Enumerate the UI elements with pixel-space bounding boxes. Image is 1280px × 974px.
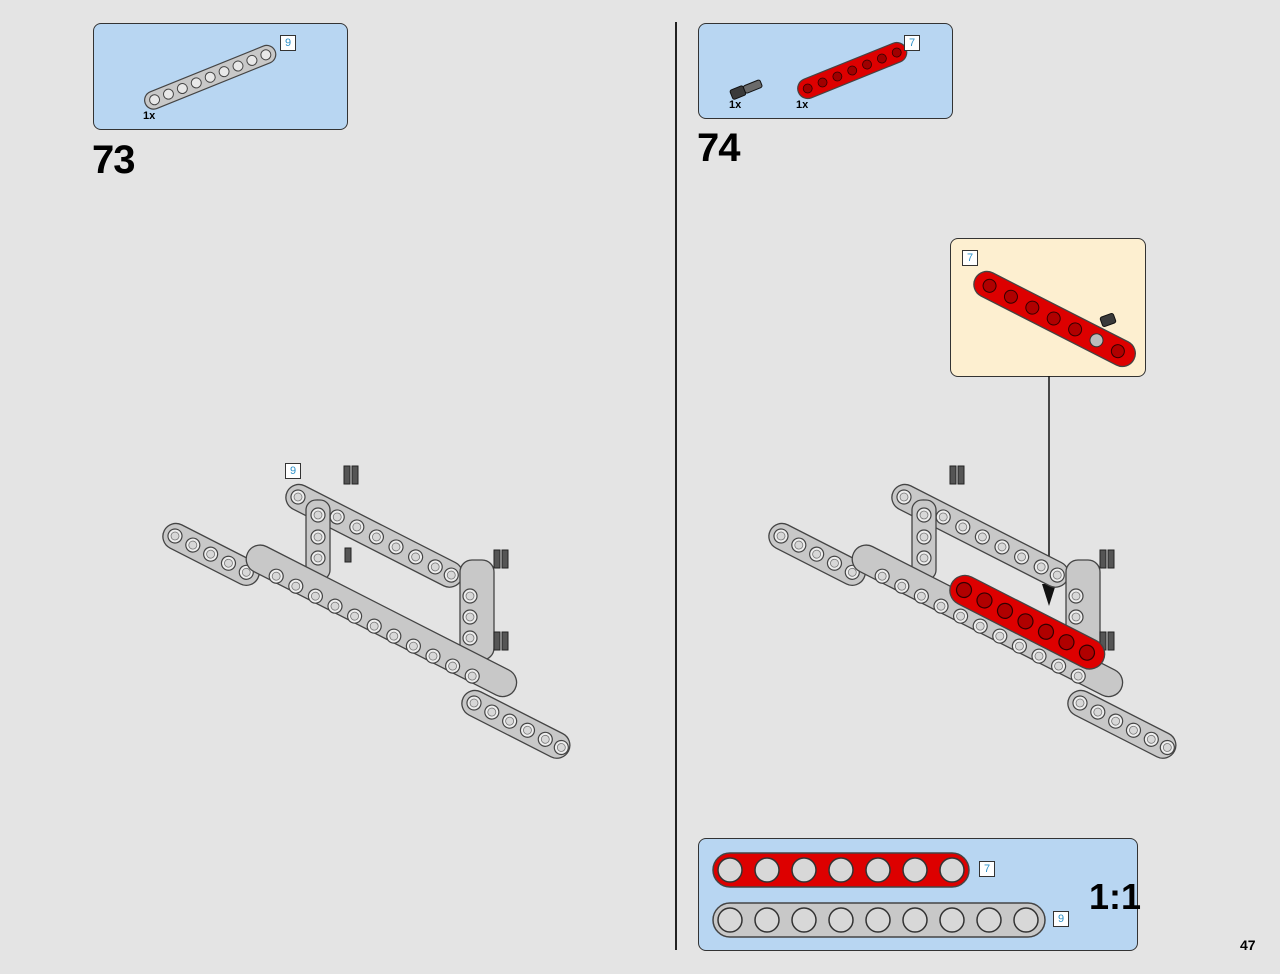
step-73-parts-box: 9 1x bbox=[93, 23, 348, 130]
step-74-parts-box: 7 1x 1x bbox=[698, 23, 953, 119]
model-length-badge: 9 bbox=[285, 463, 301, 479]
scale-label: 1:1 bbox=[1089, 876, 1142, 917]
step-73-model bbox=[162, 465, 572, 759]
axle-pin-part-icon bbox=[729, 79, 763, 100]
scale-reference-box: 7 9 1:1 bbox=[698, 838, 1142, 951]
scale-beam-7-badge: 7 bbox=[979, 861, 995, 877]
step-number-73: 73 bbox=[92, 138, 135, 182]
axle-pin-quantity: 1x bbox=[729, 99, 742, 111]
part-length-badge: 7 bbox=[904, 35, 920, 51]
page-number: 47 bbox=[1240, 937, 1256, 953]
step-number-74: 74 bbox=[697, 126, 740, 170]
part-length-badge: 9 bbox=[280, 35, 296, 51]
callout-red-beam-with-pin bbox=[973, 270, 1136, 368]
page-divider bbox=[675, 22, 677, 950]
beam-9-part-icon bbox=[144, 44, 277, 110]
scale-beam-7 bbox=[712, 852, 970, 888]
part-quantity: 1x bbox=[143, 110, 156, 122]
step-74-callout: 7 bbox=[950, 238, 1146, 377]
scale-beam-9-badge: 9 bbox=[1053, 911, 1069, 927]
scale-beam-9 bbox=[712, 902, 1046, 938]
beam-7-quantity: 1x bbox=[796, 99, 809, 111]
callout-length-badge: 7 bbox=[962, 250, 978, 266]
